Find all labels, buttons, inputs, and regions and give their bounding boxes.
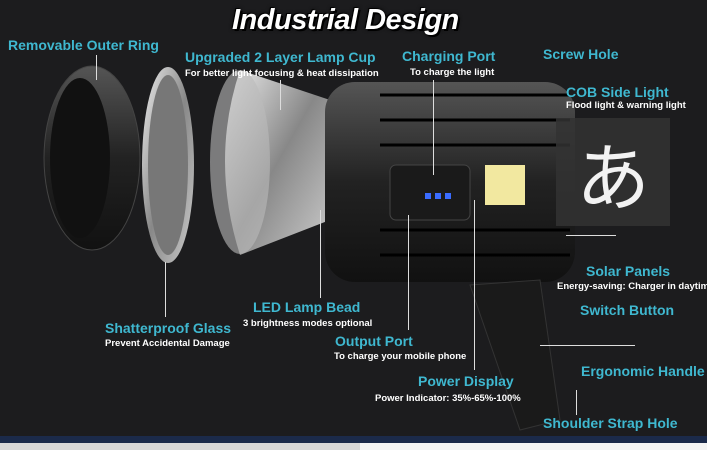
label-solar-sub: Energy-saving: Charger in daytime	[557, 281, 707, 292]
leader-line	[576, 390, 577, 415]
label-led-sub: 3 brightness modes optional	[243, 318, 373, 329]
leader-line	[280, 80, 281, 110]
label-power-sub: Power Indicator: 35%-65%-100%	[375, 393, 521, 404]
label-switch: Switch Button	[580, 302, 675, 318]
ime-mode-indicator: あ	[556, 118, 670, 226]
label-screw-hole: Screw Hole	[543, 46, 619, 62]
leader-line	[566, 235, 616, 236]
bottom-bar-right	[360, 443, 707, 450]
label-cob-sub: Flood light & warning light	[566, 100, 686, 111]
label-output: Output Port	[335, 333, 413, 349]
glass-lens	[142, 67, 194, 263]
label-glass: Shatterproof Glass	[105, 320, 232, 336]
leader-line	[474, 200, 475, 370]
label-outer-ring: Removable Outer Ring	[8, 37, 159, 53]
page-title: Industrial Design	[232, 4, 459, 36]
label-handle: Ergonomic Handle	[581, 363, 705, 379]
label-charging-port: Charging Port	[402, 48, 496, 64]
bottom-bar	[0, 443, 707, 450]
leader-line	[320, 210, 321, 298]
label-glass-sub: Prevent Accidental Damage	[105, 338, 230, 349]
label-power: Power Display	[418, 373, 514, 389]
label-solar: Solar Panels	[586, 263, 671, 279]
label-lamp-cup: Upgraded 2 Layer Lamp Cup	[185, 49, 376, 65]
leader-line	[540, 345, 635, 346]
label-charging-port-sub: To charge the light	[410, 67, 495, 78]
bottom-strip	[0, 436, 707, 443]
outer-ring	[43, 65, 141, 251]
label-output-sub: To charge your mobile phone	[334, 351, 467, 362]
label-cob: COB Side Light	[566, 84, 669, 100]
flashlight-body	[325, 82, 575, 431]
leader-line	[96, 55, 97, 80]
lamp-cup	[210, 70, 330, 255]
label-led: LED Lamp Bead	[253, 299, 361, 315]
leader-line	[408, 215, 409, 330]
leader-line	[165, 262, 166, 317]
label-strap: Shoulder Strap Hole	[543, 415, 678, 431]
leader-line	[433, 80, 434, 175]
label-lamp-cup-sub: For better light focusing & heat dissipa…	[185, 68, 379, 79]
